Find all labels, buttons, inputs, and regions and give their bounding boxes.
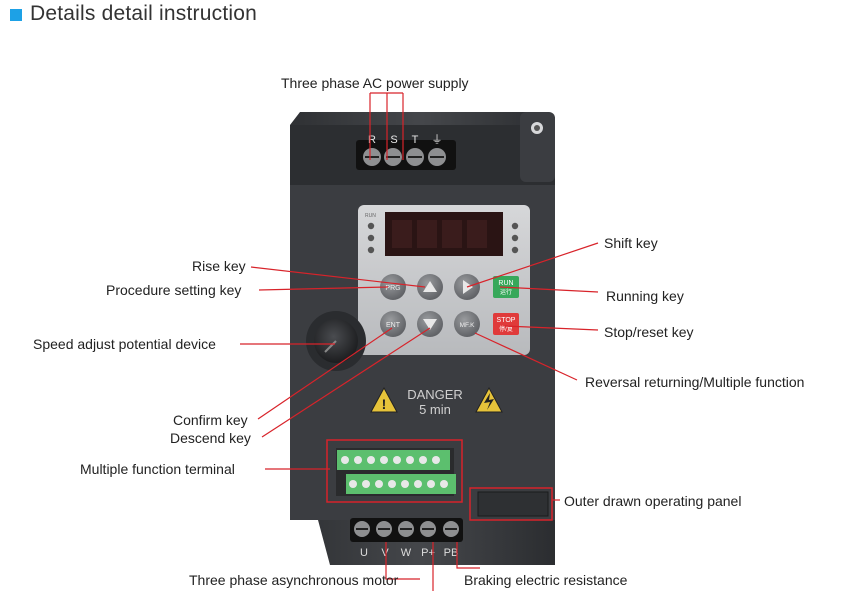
descend-key[interactable] xyxy=(417,311,443,337)
svg-text:PRG: PRG xyxy=(385,285,400,292)
panel-left-leds xyxy=(367,222,375,254)
ent-key[interactable]: ENT xyxy=(380,311,406,337)
outer-panel-port xyxy=(477,491,549,517)
down-arrow-icon xyxy=(423,319,437,330)
outer-panel-highlight xyxy=(469,487,553,521)
confirm-key-label: Confirm key xyxy=(173,412,248,428)
knob-pointer xyxy=(324,340,337,353)
svg-text:!: ! xyxy=(382,396,387,412)
svg-text:RUN: RUN xyxy=(498,280,513,287)
danger-text: DANGER xyxy=(407,387,463,402)
running-key-label: Running key xyxy=(606,288,684,304)
terminal-w-label: W xyxy=(401,547,412,559)
terminal-r-label: R xyxy=(368,134,376,146)
page-title: Details detail instruction xyxy=(30,2,257,25)
prg-key[interactable]: PRG xyxy=(380,274,406,300)
led-run-label: RUN xyxy=(365,213,376,219)
terminal-highlight xyxy=(326,439,463,503)
terminal-pb-label: PB xyxy=(444,547,459,559)
stop-key[interactable]: STOP 停/复 xyxy=(493,313,519,335)
top-terminal-screws xyxy=(363,148,446,166)
display-digits xyxy=(392,220,487,248)
terminal-v-label: V xyxy=(381,547,389,559)
title-marker xyxy=(10,9,22,21)
descend-key-label: Descend key xyxy=(170,430,251,446)
power-supply-label: Three phase AC power supply xyxy=(281,75,469,91)
annotation-lines xyxy=(240,92,599,591)
svg-text:STOP: STOP xyxy=(497,317,516,324)
shift-key-label: Shift key xyxy=(604,235,658,251)
svg-text:MF.K: MF.K xyxy=(460,322,475,329)
procedure-setting-key-label: Procedure setting key xyxy=(106,282,242,298)
danger-time-text: 5 min xyxy=(419,402,451,417)
outer-panel-label: Outer drawn operating panel xyxy=(564,493,742,509)
bottom-terminal-screws xyxy=(354,521,459,537)
svg-text:ENT: ENT xyxy=(386,322,401,329)
up-arrow-icon xyxy=(423,281,437,292)
terminal-t-label: T xyxy=(412,134,419,146)
warning-icon-right xyxy=(475,386,503,413)
terminal-u-label: U xyxy=(360,547,368,559)
stop-reset-key-label: Stop/reset key xyxy=(604,324,694,340)
multi-terminal-label: Multiple function terminal xyxy=(80,461,235,477)
reversal-label: Reversal returning/Multiple function xyxy=(585,374,805,390)
terminal-pplus-label: P+ xyxy=(421,547,435,559)
terminal-screws xyxy=(341,456,448,488)
svg-text:运行: 运行 xyxy=(500,288,512,296)
mount-tab xyxy=(520,112,555,182)
speed-adjust-label: Speed adjust potential device xyxy=(33,336,216,352)
motor-label: Three phase asynchronous motor xyxy=(189,572,399,588)
braking-label: Braking electric resistance xyxy=(464,572,628,588)
rise-key-label: Rise key xyxy=(192,258,246,274)
panel-right-leds xyxy=(511,222,519,254)
svg-text:停/复: 停/复 xyxy=(499,325,513,333)
warning-icon-left: ! xyxy=(370,386,398,413)
rise-key[interactable] xyxy=(417,274,443,300)
terminal-s-label: S xyxy=(390,134,397,146)
ground-icon: ⏚ xyxy=(432,133,443,146)
header: Details detail instruction xyxy=(10,2,257,26)
mf-key[interactable]: MF.K xyxy=(454,311,480,337)
mount-hole-inner xyxy=(534,125,540,131)
